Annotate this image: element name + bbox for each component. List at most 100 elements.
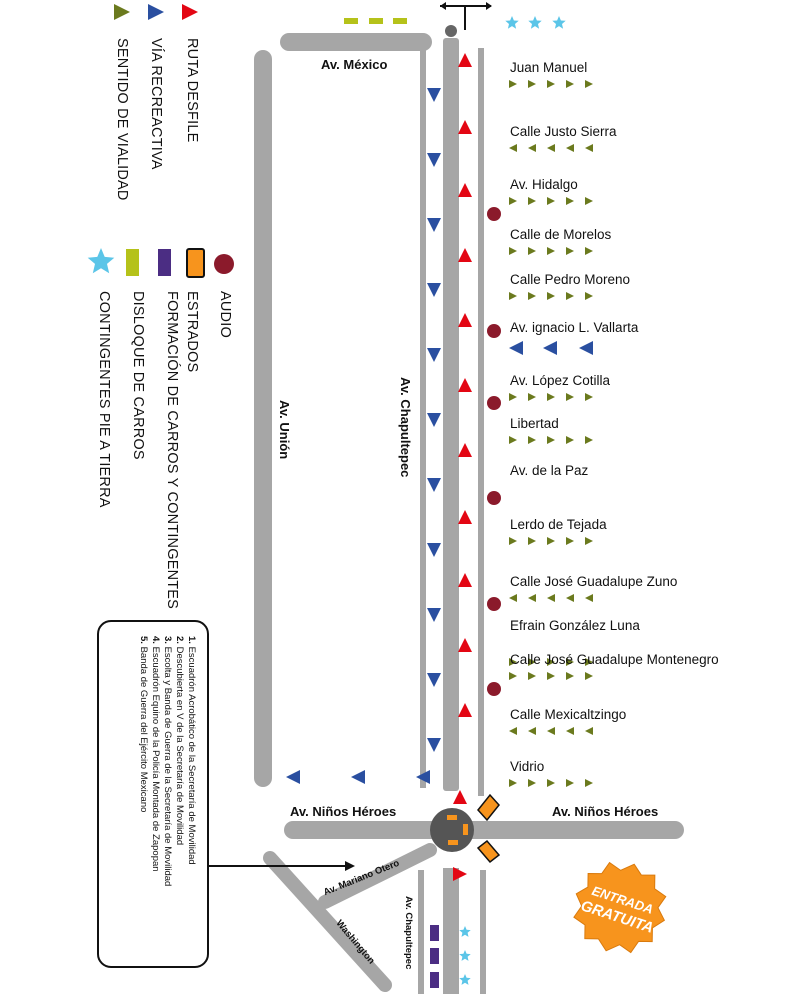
road-label-av-union: Av. Unión <box>277 400 292 460</box>
estrado-icon <box>476 839 501 864</box>
road-mariano-otero <box>318 843 437 909</box>
parade-direction-icon <box>458 183 472 197</box>
road-label-ninos-heroes-right: Av. Niños Héroes <box>552 804 659 819</box>
sentido-direction-icon <box>566 292 574 300</box>
sentido-direction-icon <box>566 197 574 205</box>
sentido-direction-icon <box>566 144 574 152</box>
legend-label-formacion: FORMACIÓN DE CARROS Y CONTINGENTES <box>164 291 180 610</box>
contingente-star-icon <box>459 926 471 937</box>
formation-marker-icon <box>430 948 439 964</box>
recreativa-direction-icon <box>427 543 441 557</box>
sentido-direction-icon <box>528 779 536 787</box>
legend-label-contingentes: CONTINGENTES PIE A TIERRA <box>96 291 112 508</box>
roundabout <box>430 808 474 852</box>
road-label-av-mexico: Av. México <box>321 57 388 72</box>
parade-direction-icon <box>458 313 472 327</box>
disloque-markers <box>344 18 407 24</box>
sentido-direction-icon <box>547 594 555 602</box>
recreativa-direction-icon <box>427 478 441 492</box>
sentido-direction-icon <box>547 144 555 152</box>
estrado-small-icon <box>463 824 468 835</box>
recreativa-direction-icon <box>427 88 441 102</box>
sentido-direction-icon <box>528 292 536 300</box>
street-label: Av. López Cotilla <box>510 373 611 388</box>
audio-point-icon <box>487 396 501 410</box>
sentido-direction-icon <box>585 658 593 666</box>
sentido-direction-icon <box>585 247 593 255</box>
sentido-direction-icon <box>585 436 593 444</box>
sentido-direction-icon <box>585 393 593 401</box>
audio-point-icon <box>487 597 501 611</box>
sentido-direction-icon <box>566 672 574 680</box>
sentido-direction-icon <box>528 247 536 255</box>
parade-direction-icon <box>458 573 472 587</box>
legend-label-ruta-desfile: RUTA DESFILE <box>184 38 200 143</box>
estrado-small-icon <box>448 840 458 845</box>
formation-marker-icon <box>430 972 439 988</box>
recreativa-direction-icon <box>427 413 441 427</box>
sentido-direction-icon <box>566 436 574 444</box>
olive-triangle-icon <box>114 4 130 20</box>
contingente-star-icon <box>528 16 542 29</box>
sentido-direction-icon <box>509 727 517 735</box>
recreativa-direction-icon <box>427 283 441 297</box>
top-direction-arrow-icon <box>440 2 492 30</box>
road-chapultepec-south-left <box>418 870 424 994</box>
contingente-star-icon <box>459 950 471 961</box>
sentido-direction-icon <box>547 80 555 88</box>
road-chapultepec-south-right <box>480 870 486 994</box>
sentido-direction-icon <box>585 727 593 735</box>
recreativa-direction-icon <box>509 341 523 355</box>
parade-direction-icon <box>458 53 472 67</box>
sentido-direction-icon <box>547 393 555 401</box>
sentido-direction-icon <box>547 779 555 787</box>
road-chapultepec-left-edge <box>420 48 426 788</box>
recreativa-direction-icon <box>427 738 441 752</box>
recreativa-direction-icon <box>427 218 441 232</box>
road-ninos-heroes <box>284 821 684 839</box>
sentido-direction-icon <box>528 727 536 735</box>
sentido-direction-icon <box>585 537 593 545</box>
star-icon <box>87 248 115 274</box>
sentido-direction-icon <box>509 292 517 300</box>
sentido-direction-icon <box>585 292 593 300</box>
street-label: Calle José Guadalupe Zuno <box>510 574 678 589</box>
sentido-direction-icon <box>509 80 517 88</box>
sentido-direction-icon <box>547 247 555 255</box>
sentido-direction-icon <box>509 537 517 545</box>
parade-direction-icon <box>453 867 467 881</box>
recreativa-direction-icon <box>286 770 300 784</box>
road-label-av-chapultepec: Av. Chapultepec <box>398 377 413 478</box>
street-label: Juan Manuel <box>510 60 588 75</box>
estrados-icon <box>186 248 205 278</box>
entrada-gratuita-badge: ENTRADA GRATUITA <box>573 861 667 954</box>
sentido-direction-icon <box>566 658 574 666</box>
sentido-direction-icon <box>585 672 593 680</box>
parade-direction-icon <box>458 510 472 524</box>
parade-item-3: 3. Escolta y Banda de Guerra de la Secre… <box>162 636 173 887</box>
street-label: Av. de la Paz <box>510 463 589 478</box>
sentido-direction-icon <box>509 779 517 787</box>
formation-marker-icon <box>430 925 439 941</box>
recreativa-direction-icon <box>351 770 365 784</box>
blue-triangle-icon <box>148 4 164 20</box>
legend-label-disloque: DISLOQUE DE CARROS <box>130 291 146 460</box>
parade-direction-icon <box>453 790 467 804</box>
top-node-circle <box>445 25 457 37</box>
road-chapultepec-main <box>443 38 459 791</box>
audio-point-icon <box>487 682 501 696</box>
sentido-direction-icon <box>509 658 517 666</box>
street-label: Av. Hidalgo <box>510 177 578 192</box>
sentido-direction-icon <box>509 197 517 205</box>
sentido-direction-icon <box>566 247 574 255</box>
sentido-direction-icon <box>566 393 574 401</box>
parade-direction-icon <box>458 703 472 717</box>
sentido-direction-icon <box>528 537 536 545</box>
sentido-direction-icon <box>585 197 593 205</box>
sentido-direction-icon <box>547 197 555 205</box>
red-triangle-icon <box>182 4 198 20</box>
parade-item-5: 5. Banda de Guerra del Ejército Mexicano <box>138 636 149 813</box>
road-label-chapultepec-south: Av. Chapultepec <box>403 896 414 970</box>
road-av-mexico <box>280 33 432 51</box>
sentido-direction-icon <box>528 144 536 152</box>
